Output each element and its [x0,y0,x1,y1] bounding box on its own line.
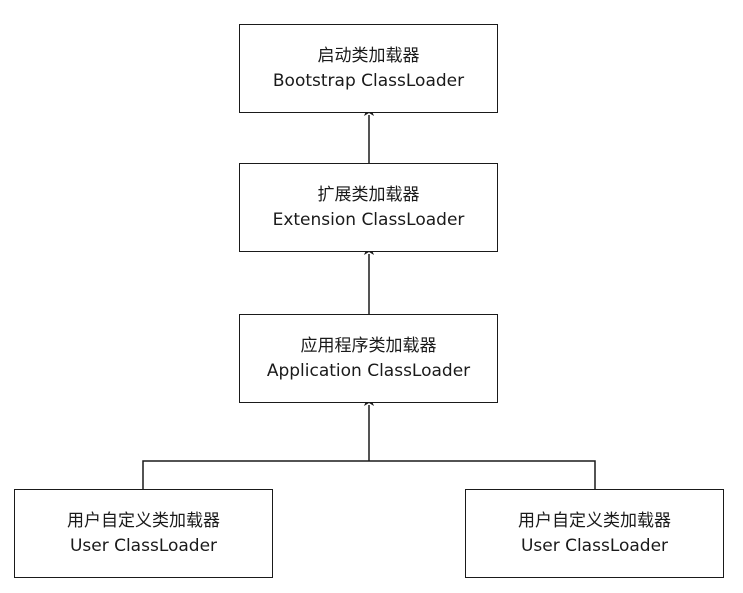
application-classloader-node: 应用程序类加载器 Application ClassLoader [239,314,498,403]
application-title-en: Application ClassLoader [266,360,471,381]
user-left-title-en: User ClassLoader [69,535,218,556]
user-right-title-en: User ClassLoader [520,535,669,556]
bootstrap-title-cn: 启动类加载器 [317,45,420,66]
bootstrap-title-en: Bootstrap ClassLoader [272,70,465,91]
extension-title-cn: 扩展类加载器 [317,184,420,205]
edge-user-left-to-application [142,460,369,489]
extension-title-en: Extension ClassLoader [272,209,465,230]
bootstrap-classloader-node: 启动类加载器 Bootstrap ClassLoader [239,24,498,113]
extension-classloader-node: 扩展类加载器 Extension ClassLoader [239,163,498,252]
application-title-cn: 应用程序类加载器 [300,335,437,356]
user-classloader-node-right: 用户自定义类加载器 User ClassLoader [465,489,724,578]
user-right-title-cn: 用户自定义类加载器 [518,510,671,531]
user-left-title-cn: 用户自定义类加载器 [67,510,220,531]
edge-user-right-to-application [369,460,596,489]
user-classloader-node-left: 用户自定义类加载器 User ClassLoader [14,489,273,578]
